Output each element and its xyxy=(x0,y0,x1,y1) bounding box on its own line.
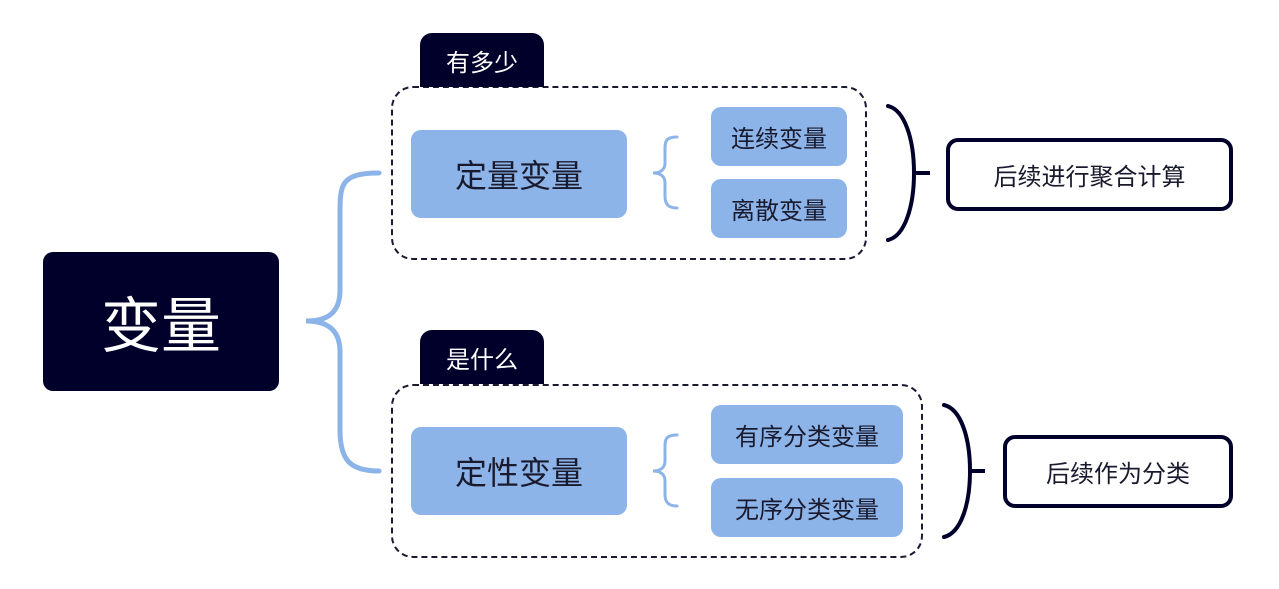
quantitative-group xyxy=(391,86,867,260)
qualitative-variable-node: 定性变量 xyxy=(411,427,627,515)
quantitative-tab: 有多少 xyxy=(420,33,544,87)
continuous-variable-node: 连续变量 xyxy=(711,107,847,166)
classification-result-node: 后续作为分类 xyxy=(1003,435,1233,508)
root-node: 变量 xyxy=(43,252,279,391)
nominal-variable-node: 无序分类变量 xyxy=(711,478,903,537)
qualitative-tab: 是什么 xyxy=(420,330,544,384)
top-result-bracket xyxy=(886,104,917,242)
top-sub-brace xyxy=(652,135,679,210)
ordinal-variable-node: 有序分类变量 xyxy=(711,405,903,464)
discrete-variable-node: 离散变量 xyxy=(711,179,847,238)
bottom-sub-brace xyxy=(652,433,679,508)
root-brace xyxy=(305,170,382,474)
aggregation-result-node: 后续进行聚合计算 xyxy=(946,138,1233,211)
quantitative-variable-node: 定量变量 xyxy=(411,130,627,218)
qualitative-group xyxy=(391,384,923,558)
bottom-result-bracket xyxy=(942,403,973,539)
